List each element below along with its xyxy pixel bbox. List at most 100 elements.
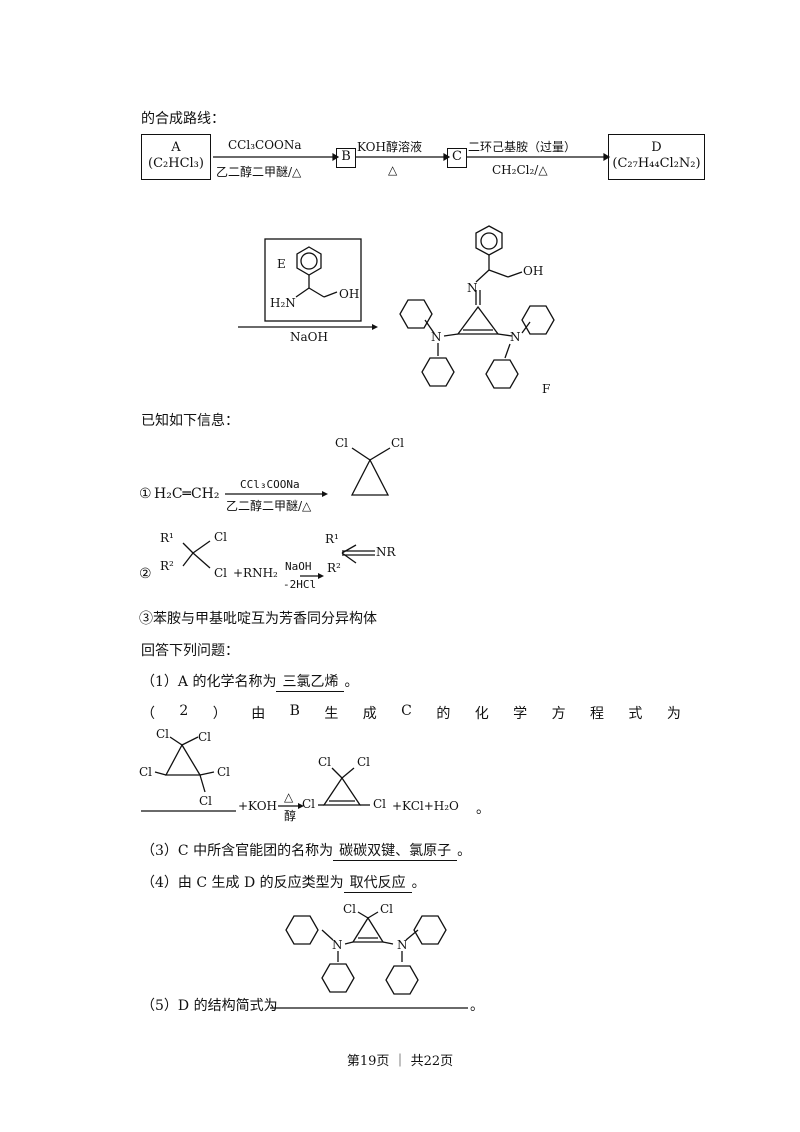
arrow3-bottom: CH₂Cl₂/△ <box>492 163 548 177</box>
compound-d-label: D <box>651 140 662 155</box>
q2-char: B <box>289 703 300 719</box>
questions-title: 回答下列问题： <box>141 643 239 659</box>
cyclopropene-product <box>322 776 362 806</box>
arrow2-bottom: △ <box>388 163 398 177</box>
q2-reactant-cl-4: Cl <box>217 765 231 779</box>
question-2-prefix: （ 2 ） 由 B 生 成 C 的 化 学 方 程 式 为 <box>141 703 681 723</box>
info2-cl-bottom: Cl <box>214 566 228 580</box>
info2-r1: R¹ <box>160 531 174 545</box>
q2-char: 学 <box>513 706 528 722</box>
q4-prefix: （4）由 C 生成 D 的反应类型为 <box>141 875 344 891</box>
q5-suffix: 。 <box>470 998 484 1014</box>
q2-product-cl-2: Cl <box>357 755 371 769</box>
compound-b-box: B <box>336 148 356 168</box>
compound-f-label: F <box>542 382 551 396</box>
question-4: （4）由 C 生成 D 的反应类型为取代反应。 <box>141 872 426 893</box>
cyclohexyl-ring-3 <box>521 305 555 335</box>
q2-char: ） <box>212 706 227 722</box>
arrow1-top: CCl₃COONa <box>228 138 302 152</box>
compound-d-formula: (C₂₇H₄₄Cl₂N₂) <box>612 156 701 171</box>
info1-cl-left: Cl <box>335 436 349 450</box>
info1-reactant: H₂C═CH₂ <box>154 486 220 502</box>
compound-d-structure <box>270 911 468 1009</box>
cyclopropene-f <box>456 305 500 335</box>
q2-reactant-cl-3: Cl <box>139 765 153 779</box>
q5-cl-left: Cl <box>343 902 357 916</box>
q2-byproducts: +KCl+H₂O <box>392 799 459 813</box>
q2-equation-drawing <box>141 736 370 812</box>
cyclohexyl-ring-d2 <box>321 963 355 993</box>
f-hydroxyl-label: OH <box>523 264 544 278</box>
route-arrows <box>213 152 611 162</box>
q4-suffix: 。 <box>411 875 426 891</box>
q2-product-cl-3: Cl <box>302 797 316 811</box>
f-amine-n-left: N <box>431 330 442 344</box>
q2-char: 式 <box>628 706 643 722</box>
cyclohexyl-ring-d4 <box>385 965 419 995</box>
arrow1-bottom: 乙二醇二甲醚/△ <box>216 165 302 179</box>
compound-d-box: D (C₂₇H₄₄Cl₂N₂) <box>608 134 705 180</box>
compound-a-formula: (C₂HCl₃) <box>148 156 204 171</box>
info1-reagent: CCl₃COONa <box>240 478 300 491</box>
q5-n-right: N <box>397 938 408 952</box>
q1-prefix: （1）A 的化学名称为 <box>141 674 277 690</box>
q2-product-cl-4: Cl <box>373 797 387 811</box>
q2-heat: △ <box>284 790 294 804</box>
e-amine-label: H₂N <box>270 296 296 310</box>
compound-e-label: E <box>277 257 286 271</box>
q2-char: （ <box>141 706 155 722</box>
cyclohexyl-ring-d1 <box>285 915 319 945</box>
cyclohexyl-ring-2 <box>421 357 455 387</box>
q2-reactant-cl-2: Cl <box>198 730 212 744</box>
q2-char: 方 <box>551 706 566 722</box>
page-footer: 第19页 ｜ 共22页 <box>346 1054 454 1069</box>
q2-char: 程 <box>590 706 604 722</box>
q5-n-left: N <box>332 938 343 952</box>
q4-answer: 取代反应 <box>343 872 412 893</box>
q3-suffix: 。 <box>457 843 472 859</box>
cyclopropene-d <box>351 916 385 943</box>
q2-koh: +KOH <box>238 799 277 813</box>
q2-char: 2 <box>179 703 189 719</box>
q3-answer: 碳碳双键、氯原子 <box>333 840 458 861</box>
info3-text: ③苯胺与甲基吡啶互为芳香同分异构体 <box>139 611 377 627</box>
info2-cl-top: Cl <box>214 530 228 544</box>
arrow2-top: KOH醇溶液 <box>357 140 422 154</box>
compound-e-box <box>264 238 362 322</box>
q2-char: 成 <box>362 706 377 722</box>
info2-r2: R² <box>160 559 174 573</box>
compound-a-label: A <box>171 140 181 155</box>
q2-alcohol: 醇 <box>284 809 297 823</box>
q2-end: 。 <box>476 801 490 817</box>
q2-char: 的 <box>436 706 451 722</box>
question-1: （1）A 的化学名称为三氯乙烯。 <box>141 671 358 692</box>
f-imine-n: N <box>467 281 478 295</box>
q3-prefix: （3）C 中所含官能团的名称为 <box>141 843 334 859</box>
q2-char: 生 <box>324 706 339 722</box>
question-3: （3）C 中所含官能团的名称为碳碳双键、氯原子。 <box>141 840 471 861</box>
info2-product-r1: R¹ <box>325 532 339 546</box>
arrow3-top: 二环己基胺（过量） <box>468 140 577 154</box>
info1-cl-right: Cl <box>391 436 405 450</box>
cyclohexyl-ring-4 <box>485 359 519 389</box>
q2-char: 为 <box>666 706 681 722</box>
cyclopropane-reactant <box>164 743 202 776</box>
info2-condition: -2HCl <box>283 578 317 591</box>
f-amine-n-right: N <box>510 330 521 344</box>
q2-char: C <box>401 703 412 719</box>
q5-prefix: （5）D 的结构简式为 <box>141 998 278 1014</box>
compound-a-box: A (C₂HCl₃) <box>141 134 211 180</box>
reagent-naoh: NaOH <box>290 330 328 344</box>
info2-reagent: NaOH <box>285 560 312 573</box>
intro-text: 的合成路线： <box>141 111 225 127</box>
q2-reactant-cl-5: Cl <box>199 794 213 808</box>
cyclohexyl-ring-d3 <box>413 915 447 945</box>
q1-suffix: 。 <box>344 674 359 690</box>
q2-reactant-cl-1: Cl <box>156 727 170 741</box>
info1-condition: 乙二醇二甲醚/△ <box>226 499 312 513</box>
info2-number: ② <box>139 566 152 582</box>
info1-drawing <box>225 447 391 497</box>
q5-cl-right: Cl <box>380 902 394 916</box>
info2-drawing <box>182 540 375 579</box>
q2-product-cl-1: Cl <box>318 755 332 769</box>
